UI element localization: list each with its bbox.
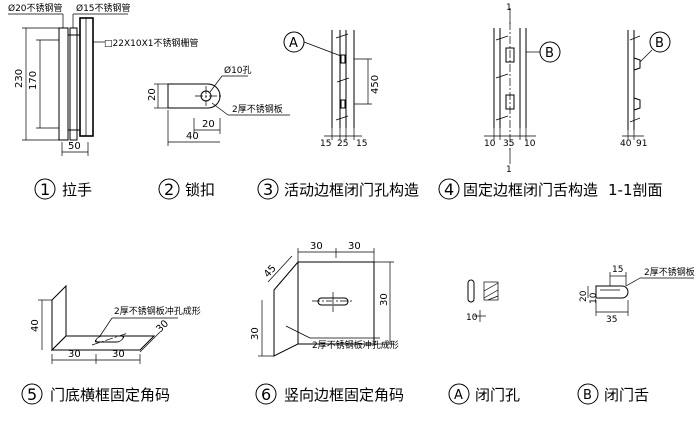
dim-170: 170 <box>28 71 39 90</box>
dim-40: 40 <box>620 139 632 149</box>
note-B: 2厚不锈钢板 <box>644 266 695 278</box>
caption-circle-5 <box>21 383 43 405</box>
latch-plate <box>167 83 221 109</box>
caption-number-4: 4 <box>444 180 454 199</box>
caption-4: 固定边框闭门舌构造 <box>463 181 598 199</box>
detail-1-handle: Ø20不锈钢管 Ø15不锈钢管 □22X10X1不锈钢栅管 230 170 50… <box>8 2 198 200</box>
detail-section-1-1: B 40 91 1-1剖面 <box>608 30 671 199</box>
detail-4-door-tongue: 1 1 B 10 35 10 4 固定边框闭门舌构造 <box>438 3 598 200</box>
dim-230: 230 <box>14 69 25 88</box>
tag-B-4: B <box>545 46 554 61</box>
caption-A: 闭门孔 <box>475 386 520 404</box>
dim-30-left: 30 <box>250 327 261 340</box>
dim-10b: 10 <box>524 139 536 149</box>
dim-25: 25 <box>337 139 348 149</box>
dim-15: 15 <box>612 265 623 275</box>
caption-6: 竖向边框固定角码 <box>284 386 404 404</box>
dim-30-top-b: 30 <box>348 241 361 252</box>
note-tube15: Ø15不锈钢管 <box>76 2 131 14</box>
tag-A: A <box>289 36 298 51</box>
note-5: 2厚不锈钢板冲孔成形 <box>114 305 201 317</box>
detail-5-bottom-bracket: 2厚不锈钢板冲孔成形 40 30 30 30 5 门底横框固定角码 <box>21 284 201 405</box>
caption-tag-A: A <box>454 388 463 403</box>
tag-B-11: B <box>655 36 664 51</box>
caption-B: 闭门舌 <box>604 386 649 404</box>
handle-rect-tube <box>79 17 94 137</box>
handle-tube-20 <box>58 27 69 141</box>
dim-30a: 30 <box>68 349 81 360</box>
caption-circle-B <box>577 383 599 405</box>
dim-15b: 15 <box>356 139 367 149</box>
hole-slot-top <box>340 54 346 64</box>
caption-circle-1 <box>34 178 56 200</box>
note-tube20: Ø20不锈钢管 <box>8 2 63 14</box>
dim-50: 50 <box>68 141 81 152</box>
dim-20: 20 <box>579 290 589 302</box>
dim-10: 10 <box>466 313 478 323</box>
handle-tube-15 <box>69 27 78 141</box>
section-tongue-bottom <box>633 97 641 111</box>
dim-10a: 10 <box>484 139 496 149</box>
tongue-B-plate <box>595 285 629 299</box>
section-tongue-top <box>633 57 641 71</box>
section-mark-top: 1 <box>506 3 512 13</box>
detail-3-door-hole: A 450 15 25 15 3 活动边框闭门孔构造 <box>257 30 419 200</box>
caption-1: 拉手 <box>62 181 92 199</box>
dim-30-top-a: 30 <box>310 241 323 252</box>
note-6: 2厚不锈钢板冲孔成形 <box>312 339 399 351</box>
dim-35: 35 <box>606 315 617 325</box>
caption-number-3: 3 <box>263 180 273 199</box>
note-rect-tube: □22X10X1不锈钢栅管 <box>104 37 198 49</box>
note-plate: 2厚不锈钢板 <box>232 103 283 115</box>
hole-slot-bottom <box>340 99 346 109</box>
caption-circle-2 <box>158 178 180 200</box>
dim-20-bottom: 20 <box>202 119 215 130</box>
dim-91: 91 <box>636 139 647 149</box>
caption-number-5: 5 <box>27 385 37 404</box>
caption-tag-B: B <box>583 388 592 403</box>
caption-5: 门底横框固定角码 <box>50 386 170 404</box>
detail-B-door-tongue: 15 2厚不锈钢板 20 10 35 B 闭门舌 <box>577 265 695 405</box>
dim-40: 40 <box>30 319 41 332</box>
bracket6-side <box>273 260 299 357</box>
caption-circle-3 <box>257 178 279 200</box>
caption-2: 锁扣 <box>185 181 215 199</box>
caption-number-1: 1 <box>40 180 50 199</box>
note-hole: Ø10孔 <box>224 65 252 76</box>
detail-2-latch: Ø10孔 2厚不锈钢板 20 20 40 2 锁扣 <box>147 65 290 200</box>
detail-6-vertical-bracket: 30 30 45 30 30 2厚不锈钢板冲孔成形 6 竖向边框固定角码 <box>250 241 404 405</box>
dim-40: 40 <box>186 131 199 142</box>
bracket5-horizontal <box>50 335 156 351</box>
bracket5-slot <box>94 335 125 343</box>
dim-30-right: 30 <box>379 293 390 306</box>
dim-35: 35 <box>503 139 514 149</box>
caption-circle-4 <box>438 178 460 200</box>
dim-10: 10 <box>589 292 599 304</box>
bracket6-front <box>297 261 375 345</box>
caption-circle-A <box>448 383 470 405</box>
caption-circle-6 <box>255 383 277 405</box>
dim-450: 450 <box>370 75 381 94</box>
caption-number-6: 6 <box>261 385 271 404</box>
tag-B-circle-11 <box>649 31 671 53</box>
caption-3: 活动边框闭门孔构造 <box>284 181 419 199</box>
caption-number-2: 2 <box>164 180 174 199</box>
dim-30b: 30 <box>112 349 125 360</box>
hole-A-slot <box>467 279 475 303</box>
dim-20-left: 20 <box>147 88 158 101</box>
detail-A-door-hole: 10 A 闭门孔 <box>448 279 520 405</box>
dim-15a: 15 <box>320 139 331 149</box>
dim-30-side: 30 <box>154 318 171 335</box>
dim-45: 45 <box>262 263 279 280</box>
caption-section: 1-1剖面 <box>608 181 663 199</box>
section-mark-bottom: 1 <box>506 165 512 175</box>
